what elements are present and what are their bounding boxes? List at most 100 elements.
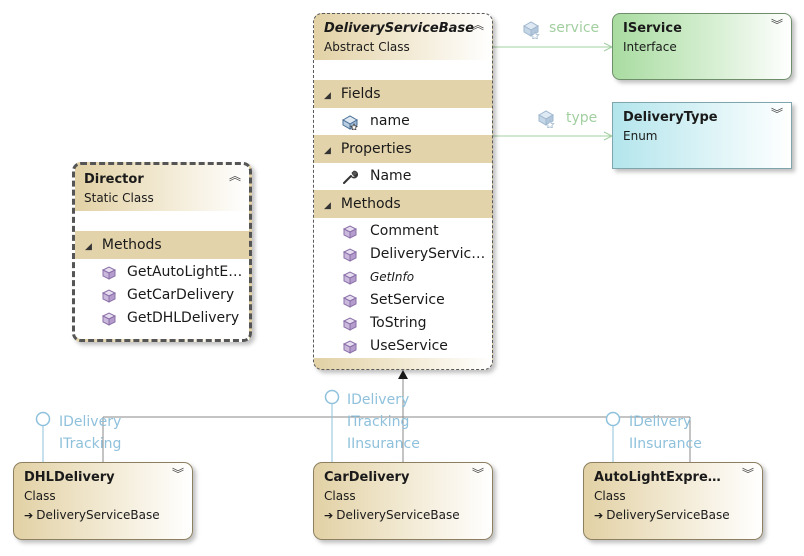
inherits-arrow-icon: ➔ <box>594 509 604 522</box>
method-name: ToString <box>370 315 427 331</box>
dhl-lollipop-circle <box>35 411 51 427</box>
collapse-chevron-icon[interactable]: ︽ <box>471 18 484 32</box>
collapse-chevron-icon[interactable]: ︽ <box>228 169 241 183</box>
class-title: CarDelivery <box>324 470 410 485</box>
dhl-delivery-header[interactable]: DHLDelivery Class ➔DeliveryServiceBase ︾ <box>14 463 192 522</box>
method-name: UseService <box>370 338 448 354</box>
class-kind: Abstract Class <box>324 40 410 54</box>
method-name: GetAutoLightEx… <box>127 264 249 280</box>
inherits-arrow-icon: ➔ <box>24 509 34 522</box>
method-item[interactable]: GetAutoLightEx… <box>75 261 249 284</box>
fields-section-header[interactable]: ◢ Fields <box>314 80 492 108</box>
members-compartment: ◢ Fields name ◢ Properties Name ◢ Methods C… <box>314 60 492 358</box>
inherits-arrow-icon: ➔ <box>324 509 334 522</box>
car-lollipop-circle <box>324 389 340 405</box>
field-name: name <box>370 113 410 129</box>
method-item[interactable]: DeliveryService… <box>314 243 492 266</box>
base-class-name: DeliveryServiceBase <box>36 508 160 522</box>
dhl-delivery-shape[interactable]: DHLDelivery Class ➔DeliveryServiceBase ︾ <box>13 462 193 540</box>
method-cube-icon <box>342 271 358 285</box>
iservice-header[interactable]: IService Interface ︾ <box>613 14 791 60</box>
method-cube-icon <box>101 312 117 326</box>
class-kind: Static Class <box>84 191 154 205</box>
methods-section-header[interactable]: ◢ Methods <box>314 190 492 218</box>
car-interface-itracking: ITracking <box>347 414 410 430</box>
section-label: Properties <box>340 141 412 157</box>
expand-chevron-icon[interactable]: ︾ <box>770 18 783 32</box>
class-title: Director <box>84 172 144 187</box>
method-cube-icon <box>342 340 358 354</box>
dhl-interface-itracking: ITracking <box>59 436 122 452</box>
expand-chevron-icon[interactable]: ︾ <box>471 467 484 481</box>
method-name: Comment <box>370 223 439 239</box>
delivery-type-shape[interactable]: DeliveryType Enum ︾ <box>612 102 792 169</box>
delivery-type-header[interactable]: DeliveryType Enum ︾ <box>613 103 791 149</box>
field-item[interactable]: name <box>314 110 492 133</box>
class-title: AutoLightExpre… <box>594 470 721 485</box>
method-cube-icon <box>342 248 358 262</box>
class-title: DHLDelivery <box>24 470 115 485</box>
method-item[interactable]: GetCarDelivery <box>75 284 249 307</box>
car-delivery-header[interactable]: CarDelivery Class ➔DeliveryServiceBase ︾ <box>314 463 492 522</box>
method-item[interactable]: Comment <box>314 220 492 243</box>
autolight-interface-idelivery: IDelivery <box>629 414 692 430</box>
method-cube-icon <box>342 294 358 308</box>
section-label: Fields <box>340 86 381 102</box>
expanded-triangle-icon: ◢ <box>324 201 331 211</box>
method-item[interactable]: GetDHLDelivery <box>75 307 249 330</box>
car-interface-iinsurance: IInsurance <box>347 436 420 452</box>
director-header[interactable]: Director Static Class ︽ <box>75 165 249 211</box>
expand-chevron-icon[interactable]: ︾ <box>770 107 783 121</box>
inheritance-arrowhead <box>398 370 408 379</box>
method-cube-icon <box>342 225 358 239</box>
method-item[interactable]: UseService <box>314 335 492 358</box>
autolight-delivery-shape[interactable]: AutoLightExpre… Class ➔DeliveryServiceBa… <box>583 462 763 540</box>
expand-chevron-icon[interactable]: ︾ <box>171 467 184 481</box>
iservice-shape[interactable]: IService Interface ︾ <box>612 13 792 80</box>
method-item-abstract[interactable]: GetInfo <box>314 266 492 289</box>
base-class-ref: ➔DeliveryServiceBase <box>324 507 482 524</box>
enum-title: DeliveryType <box>623 110 718 125</box>
field-icon <box>342 115 358 130</box>
type-association-label: type <box>566 110 598 126</box>
expanded-triangle-icon: ◢ <box>85 242 92 252</box>
base-class-name: DeliveryServiceBase <box>336 508 460 522</box>
section-label: Methods <box>340 196 401 212</box>
property-name: Name <box>370 168 412 184</box>
expand-chevron-icon[interactable]: ︾ <box>741 467 754 481</box>
enum-kind: Enum <box>623 129 658 143</box>
method-name: GetInfo <box>370 270 415 284</box>
base-class-ref: ➔DeliveryServiceBase <box>594 507 752 524</box>
wrench-icon <box>343 170 358 184</box>
class-kind: Class <box>594 489 626 503</box>
autolight-delivery-header[interactable]: AutoLightExpre… Class ➔DeliveryServiceBa… <box>584 463 762 522</box>
method-item[interactable]: SetService <box>314 289 492 312</box>
method-item[interactable]: ToString <box>314 312 492 335</box>
properties-section-header[interactable]: ◢ Properties <box>314 135 492 163</box>
car-interface-idelivery: IDelivery <box>347 392 410 408</box>
method-cube-icon <box>342 317 358 331</box>
class-kind: Class <box>324 489 356 503</box>
method-cube-icon <box>101 289 117 303</box>
method-name: DeliveryService… <box>370 246 492 262</box>
field-icon <box>522 21 540 39</box>
members-compartment: ◢Methods GetAutoLightEx… GetCarDelivery … <box>75 211 249 339</box>
methods-section-header[interactable]: ◢ Methods <box>75 231 249 259</box>
autolight-lollipop-circle <box>605 411 621 427</box>
class-title: DeliveryServiceBase <box>324 21 474 36</box>
interface-title: IService <box>623 21 682 36</box>
interface-kind: Interface <box>623 40 677 54</box>
class-kind: Class <box>24 489 56 503</box>
section-label: Methods <box>101 237 162 253</box>
car-delivery-shape[interactable]: CarDelivery Class ➔DeliveryServiceBase ︾ <box>313 462 493 540</box>
method-name: GetDHLDelivery <box>127 310 240 326</box>
director-shape[interactable]: Director Static Class ︽ ◢ Methods GetAuto… <box>72 162 252 342</box>
expanded-triangle-icon: ◢ <box>324 146 331 156</box>
delivery-service-base-header[interactable]: DeliveryServiceBase Abstract Class ︽ <box>314 14 492 60</box>
property-item[interactable]: Name <box>314 165 492 188</box>
delivery-service-base-shape[interactable]: DeliveryServiceBase Abstract Class ︽ ◢ Fi… <box>313 13 493 370</box>
service-association-label: service <box>549 20 600 36</box>
expanded-triangle-icon: ◢ <box>324 91 331 101</box>
method-cube-icon <box>101 266 117 280</box>
